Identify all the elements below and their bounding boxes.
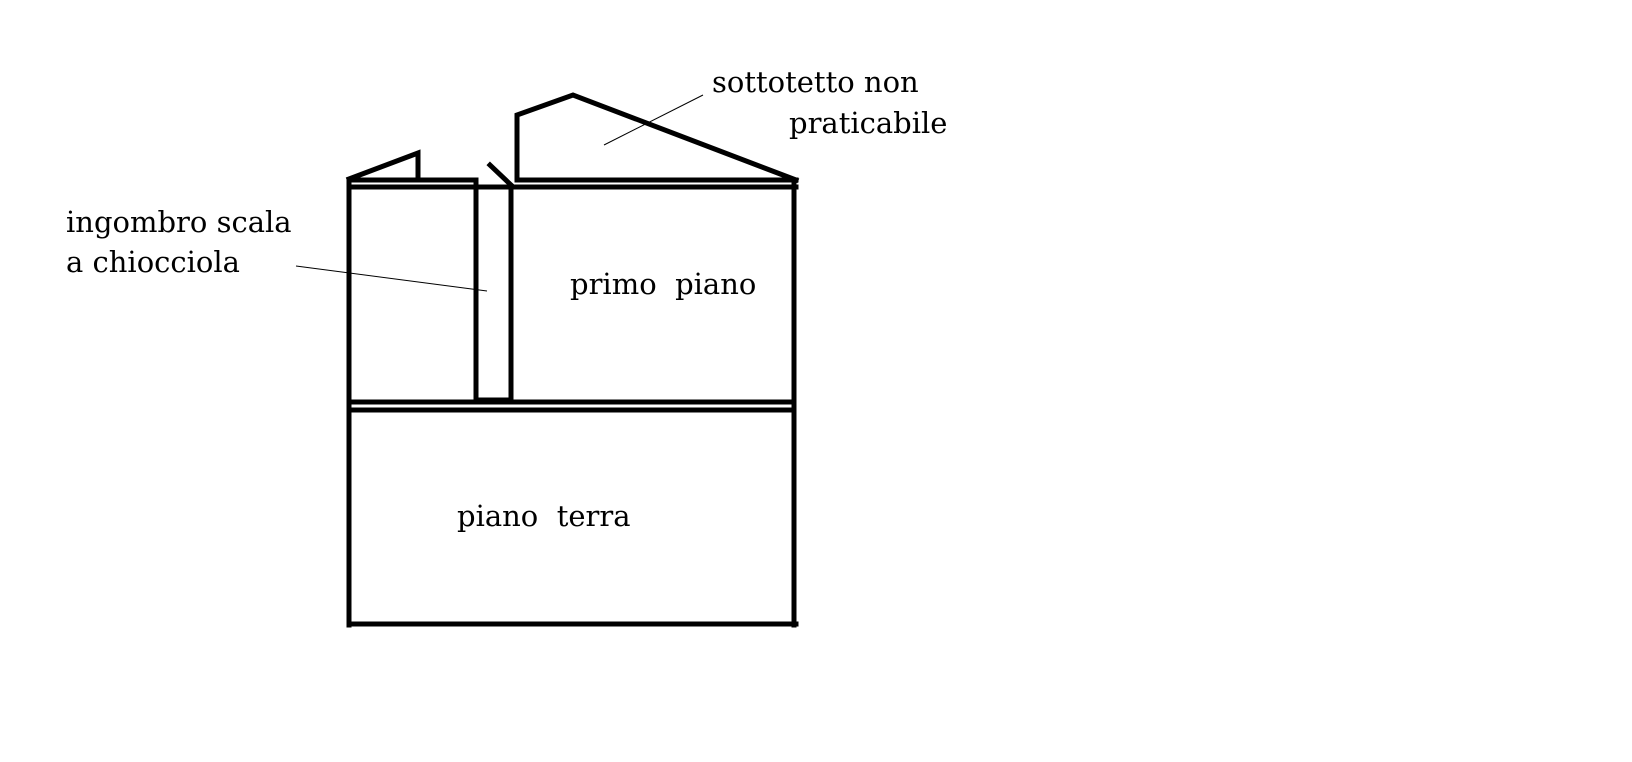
ground-floor-label: piano terra <box>457 499 631 533</box>
building-outline <box>345 92 800 628</box>
spiral-stair-shaft <box>473 179 514 403</box>
stair-label-line1: ingombro scala <box>66 205 292 239</box>
stair-hatch-tick <box>486 161 515 189</box>
attic-leader-line <box>603 94 704 146</box>
attic-roof <box>514 92 800 184</box>
first-floor-label: primo piano <box>570 267 756 301</box>
attic-label-line1: sottotetto non <box>712 65 919 99</box>
stair-label-line2: a chiocciola <box>66 245 240 279</box>
small-roof-left <box>345 149 421 183</box>
stair-leader-line <box>295 265 488 292</box>
attic-label-line2: praticabile <box>789 106 947 140</box>
